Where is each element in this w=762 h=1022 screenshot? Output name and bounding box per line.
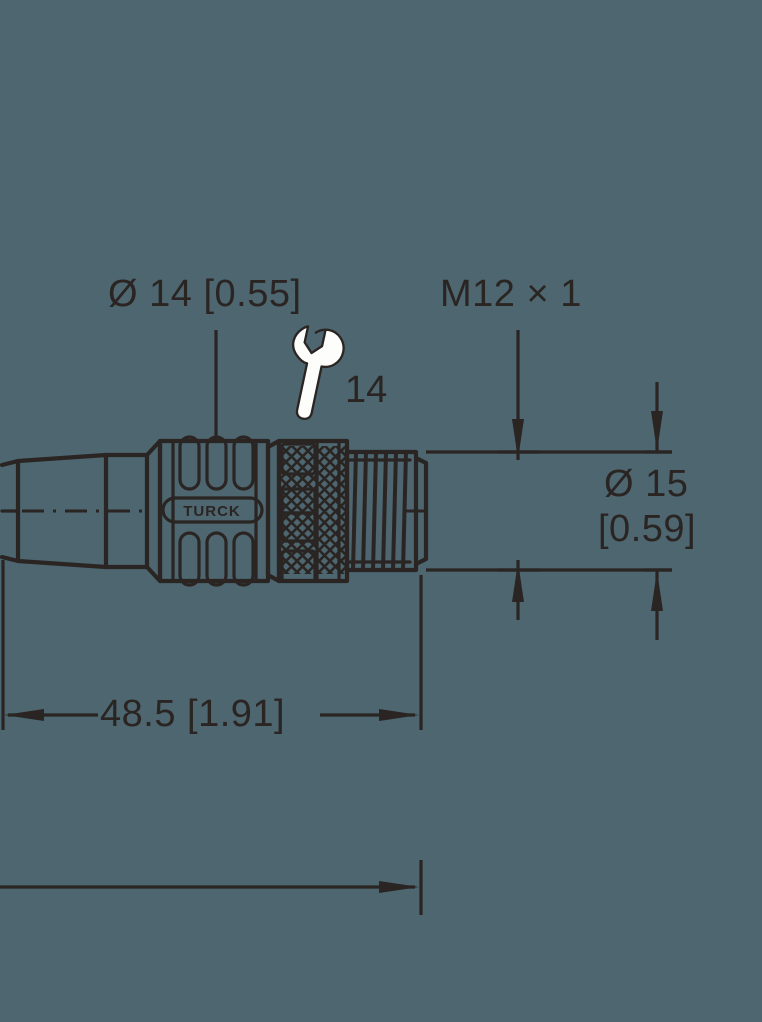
wrench-icon [292,325,345,421]
dimension-length [1,560,423,730]
coupling-nut [265,438,350,584]
dimension-overall-length [0,860,423,915]
dimension-diameter-nut [426,382,672,640]
leader-thread-m12 [498,330,540,620]
cable-strain-relief [0,438,163,584]
grip-slots-lower [178,531,255,587]
nut-flat-panels [280,442,317,583]
turck-logo: TURCK [161,496,264,524]
threaded-section [344,449,429,573]
knurl-pattern-right [317,446,347,574]
grip-slots-upper [178,435,255,491]
knurl-pattern-left [279,446,317,574]
connector-grip-body: TURCK [157,435,271,587]
thread-crest-lines [351,451,408,571]
turck-logo-text: TURCK [183,503,241,520]
